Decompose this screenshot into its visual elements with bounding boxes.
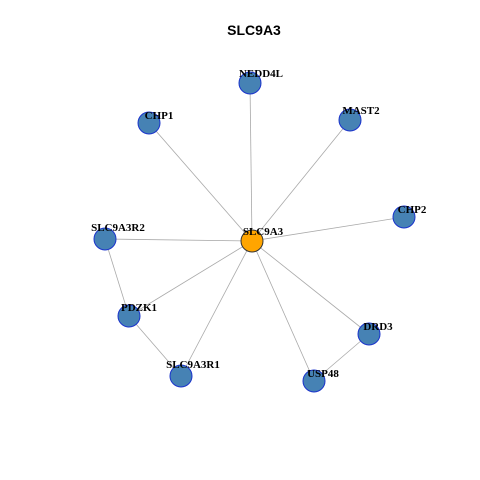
node-circle [137,111,161,135]
edge-drd3-usp48 [313,333,370,382]
node-slc9a3: SLC9A3 [240,226,284,253]
node-chp1: CHP1 [137,110,174,135]
node-label: SLC9A3R1 [166,359,220,371]
node-label: PDZK1 [121,302,157,314]
node-slc9a3r2: SLC9A3R2 [91,222,145,251]
edge-pdzk1-slc9a3r1 [128,315,182,377]
edge-slc9a3-pdzk1 [128,240,253,317]
edge-slc9a3-chp1 [148,122,253,242]
node-label: CHP2 [398,204,427,216]
edge-slc9a3-slc9a3r1 [180,240,253,377]
node-label: NEDD4L [239,68,283,80]
edge-slc9a3-slc9a3r2 [104,238,253,242]
node-label: CHP1 [145,110,174,122]
node-usp48: USP48 [302,368,339,393]
node-slc9a3r1: SLC9A3R1 [166,359,220,388]
node-circle [240,229,264,253]
node-circle [117,304,141,328]
node-mast2: MAST2 [338,105,380,132]
edge-slc9a3r2-pdzk1 [104,238,130,317]
edge-slc9a3-chp2 [251,216,405,242]
node-circle [357,322,381,346]
edge-slc9a3-usp48 [251,240,315,382]
node-label: USP48 [307,368,339,380]
node-circle [338,108,362,132]
node-drd3: DRD3 [357,321,393,346]
node-layer: SLC9A3 NEDD4L CHP1 MAST2CHP2SLC9A3R2PDZK1SL… [91,68,427,393]
node-circle [238,71,262,95]
node-chp2: CHP2 [392,204,427,229]
diagram-title: SLC9A3 [227,22,281,38]
node-label: SLC9A3R2 [91,222,145,234]
edge-slc9a3-mast2 [251,119,351,242]
edge-slc9a3-nedd4l [249,82,253,242]
edge-layer [104,82,405,382]
node-circle [93,227,117,251]
node-pdzk1: PDZK1 [117,302,157,328]
edge-slc9a3-drd3 [251,240,370,335]
node-circle [392,205,416,229]
node-nedd4l: NEDD4L [238,68,283,95]
node-circle [302,369,326,393]
node-label: MAST2 [342,105,380,117]
node-label: DRD3 [363,321,393,333]
node-label: SLC9A3 [243,226,284,238]
node-circle [169,364,193,388]
